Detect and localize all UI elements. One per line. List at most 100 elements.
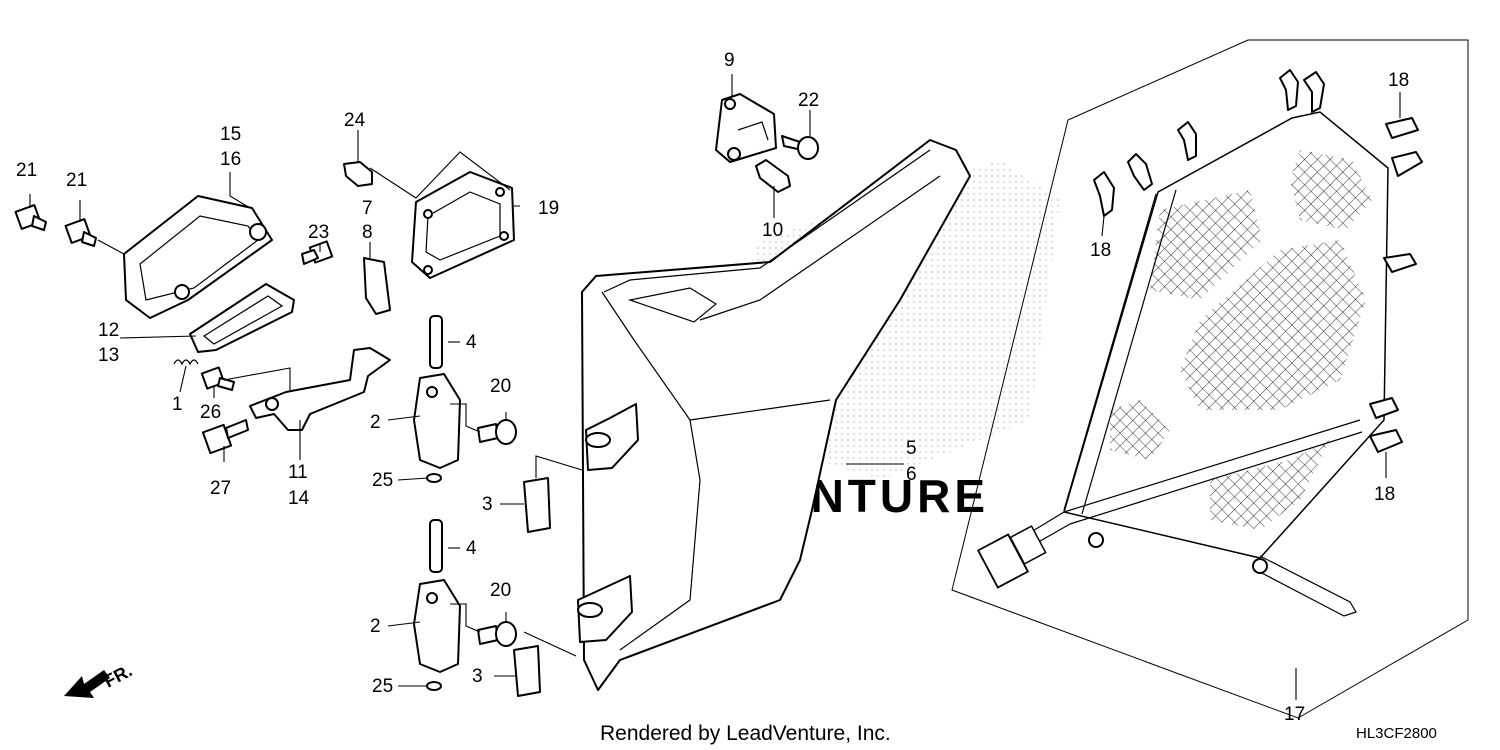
callout-10: 10: [762, 220, 783, 241]
callout-20: 20: [490, 376, 511, 397]
bolt-20-head-icon: [495, 419, 517, 445]
door-panel: [577, 139, 971, 691]
callout-18: 18: [1388, 70, 1409, 91]
bolt-shank-icon: [225, 419, 249, 439]
rubber-bumper-icon: [755, 159, 791, 193]
spring-1-icon: [173, 359, 199, 366]
direction-label: FR.: [100, 660, 135, 691]
latch-bracket-9: [715, 93, 777, 163]
bumper-10: [755, 159, 791, 193]
callout-21: 21: [16, 160, 37, 181]
callout-16: 16: [220, 149, 241, 170]
leader-lines: [29, 74, 1401, 700]
callout-13: 13: [98, 345, 119, 366]
net-clip-icon: [1369, 397, 1399, 419]
bushing-3-icon: [513, 645, 541, 697]
net-hook-icon: [1177, 121, 1197, 161]
callout-3: 3: [482, 494, 493, 515]
net-hook-icon: [1127, 153, 1153, 191]
bolt-head-icon: [797, 136, 819, 160]
screw-hole-icon: [495, 187, 505, 197]
callout-23: 23: [308, 222, 329, 243]
credit-text: Rendered by LeadVenture, Inc.: [600, 722, 891, 745]
screw-hole-icon: [423, 209, 433, 219]
net-assembly: [951, 39, 1469, 719]
bolt-26: [200, 366, 235, 391]
handle-fastener-icon: [174, 284, 190, 300]
screw-hole-icon: [423, 265, 433, 275]
callout-26: 26: [200, 402, 221, 423]
callout-25: 25: [372, 676, 393, 697]
callout-27: 27: [210, 478, 231, 499]
callout-24: 24: [344, 110, 366, 131]
callout-7: 7: [362, 198, 373, 219]
handle-lever-12: [189, 283, 295, 353]
clip-24-icon: [343, 161, 373, 187]
callout-25: 25: [372, 470, 393, 491]
callout-5: 5: [906, 438, 917, 459]
callout-19: 19: [538, 198, 559, 219]
bolt-shank-icon: [477, 625, 499, 645]
door-inner-line: [601, 291, 701, 651]
door-outer-shell: [581, 139, 971, 691]
callout-18: 18: [1374, 484, 1395, 505]
clip-18-left-icon: [1093, 171, 1115, 217]
callout-18: 18: [1090, 240, 1111, 261]
cover-plate: [411, 171, 515, 279]
callout-1: 1: [172, 394, 183, 415]
callout-4: 4: [466, 538, 477, 559]
hinge-pin-hole-icon: [585, 432, 611, 448]
callout-14: 14: [288, 488, 310, 509]
d-ring-icon: [1252, 558, 1268, 574]
bolt-shank-icon: [477, 423, 499, 443]
bolt-hole-icon: [426, 386, 438, 398]
screw-hole-icon: [499, 231, 509, 241]
striker-loop: [737, 121, 769, 141]
callout-4: 4: [466, 332, 477, 353]
bolt-21-left: [14, 204, 47, 231]
net-strap-left: [1063, 189, 1177, 515]
hinge-set-upper: [413, 315, 551, 533]
net-clip-icon: [1391, 151, 1423, 177]
net-clip-icon: [1383, 253, 1417, 273]
bracket-8-icon: [363, 257, 391, 315]
door-hinge-upper: [585, 403, 639, 471]
callout-20: 20: [490, 580, 511, 601]
hinge-pin-hole-icon: [577, 602, 603, 618]
bolt-21-right: [64, 218, 97, 247]
callouts: 21 21 15 16 12 13 1 26 27 11 14 23 24 7 …: [16, 50, 1409, 725]
net-mesh-top: [1290, 150, 1372, 230]
net-frame-outline: [951, 39, 1469, 719]
bracket-11-14: [249, 347, 391, 431]
callout-12: 12: [98, 320, 119, 341]
handle-pivot-icon: [249, 223, 267, 241]
washer-25-icon: [426, 473, 442, 483]
hinge-bracket-2-icon: [413, 373, 461, 469]
callout-9: 9: [724, 50, 735, 71]
net-tail-strap: [1255, 555, 1357, 617]
callout-2: 2: [370, 412, 381, 433]
hinge-set-lower: [413, 519, 541, 697]
bolt-hole-icon: [724, 98, 736, 110]
door-crease: [699, 175, 941, 321]
bolt-hole-icon: [727, 147, 741, 161]
callout-2: 2: [370, 616, 381, 637]
net-mesh-lower: [1110, 400, 1170, 460]
bolt-shank-icon: [217, 377, 235, 391]
callout-22: 22: [798, 90, 819, 111]
bolt-shank-icon: [81, 231, 97, 247]
callout-15: 15: [220, 124, 241, 145]
clip-18-bottom-icon: [1369, 429, 1403, 453]
callout-8: 8: [362, 222, 373, 243]
net-mesh-left: [1150, 190, 1262, 300]
clip-18-top-icon: [1385, 117, 1419, 139]
callout-3: 3: [472, 666, 483, 687]
handle-lever-slot: [202, 295, 284, 345]
hinge-pin-4-icon: [429, 315, 443, 369]
d-ring-icon: [1088, 532, 1104, 548]
bolt-22: [781, 135, 819, 160]
diagram-code: HL3CF2800: [1356, 725, 1437, 742]
net-hook-icon: [1303, 71, 1325, 113]
